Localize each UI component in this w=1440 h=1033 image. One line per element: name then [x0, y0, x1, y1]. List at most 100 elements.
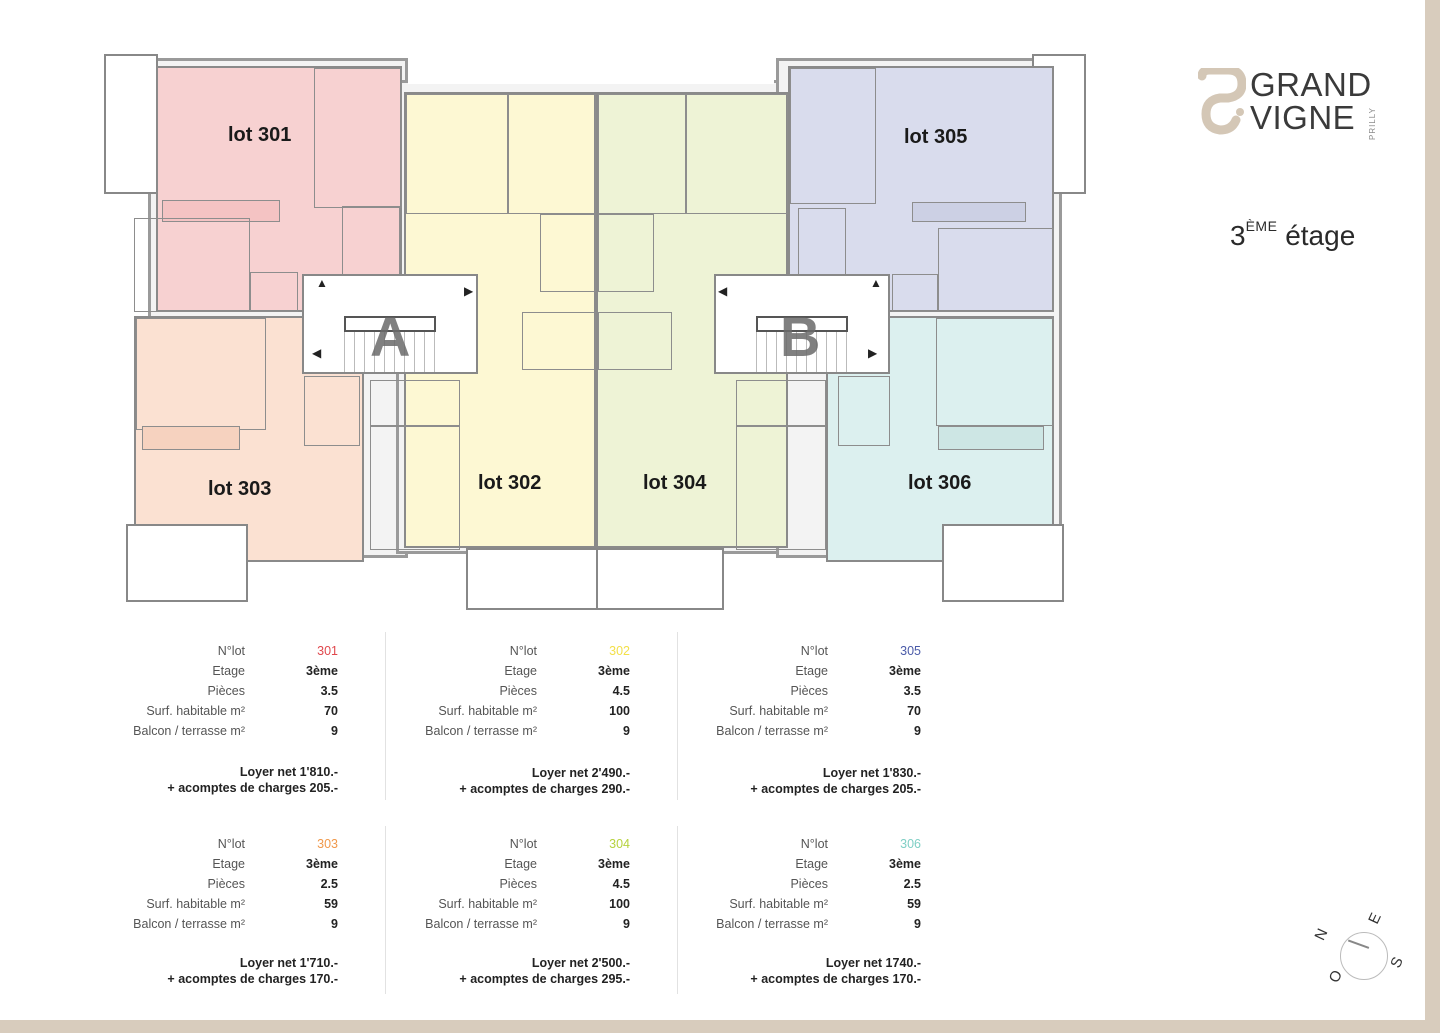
value-surface: 70	[324, 704, 338, 718]
entrance-arrow-icon: ▲	[316, 276, 328, 290]
entrance-arrow-icon: ▶	[464, 284, 474, 298]
label-balcon: Balcon / terrasse m²	[716, 724, 828, 738]
room-bedroom	[314, 68, 402, 208]
label-pieces: Pièces	[499, 684, 537, 698]
label-pieces: Pièces	[207, 877, 245, 891]
label-pieces: Pièces	[790, 684, 828, 698]
lot-label-306: lot 306	[908, 472, 972, 494]
rent-net: Loyer net 1'710.-	[239, 956, 338, 970]
rent-net: Loyer net 2'500.-	[531, 956, 630, 970]
label-balcon: Balcon / terrasse m²	[133, 724, 245, 738]
value-pieces: 4.5	[612, 684, 630, 698]
label-surface: Surf. habitable m²	[146, 897, 245, 911]
entrance-arrow-icon: ▲	[870, 276, 882, 290]
room-bedroom-2	[134, 218, 250, 312]
room-bedroom-2	[508, 94, 596, 214]
courtyard-top	[408, 50, 774, 84]
compass-east: E	[1365, 910, 1385, 927]
brand-name-line1: GRAND	[1250, 66, 1372, 103]
stair-a-steps	[344, 332, 436, 372]
value-pieces: 2.5	[320, 877, 338, 891]
label-etage: Etage	[795, 664, 828, 678]
value-etage: 3ème	[306, 664, 338, 678]
label-lot: N°lot	[217, 837, 245, 851]
rent-charges: + acomptes de charges 170.-	[750, 972, 921, 986]
value-balcon: 9	[331, 724, 338, 738]
label-surface: Surf. habitable m²	[438, 897, 537, 911]
page-border-right	[1425, 0, 1440, 1033]
room-bedroom-3	[736, 426, 826, 550]
label-balcon: Balcon / terrasse m²	[425, 724, 537, 738]
label-etage: Etage	[212, 857, 245, 871]
value-balcon: 9	[623, 917, 630, 931]
floor-label: étage	[1285, 220, 1356, 251]
value-etage: 3ème	[889, 857, 921, 871]
value-balcon: 9	[623, 724, 630, 738]
label-surface: Surf. habitable m²	[729, 704, 828, 718]
rent-net: Loyer net 1'810.-	[239, 765, 338, 779]
lot-label-302: lot 302	[478, 472, 542, 494]
label-balcon: Balcon / terrasse m²	[425, 917, 537, 931]
stair-a-landing	[344, 316, 436, 332]
label-etage: Etage	[212, 664, 245, 678]
room-bedroom	[790, 68, 876, 204]
floor-suffix: ÈME	[1245, 218, 1278, 234]
label-surface: Surf. habitable m²	[438, 704, 537, 718]
room-bedroom	[406, 94, 508, 214]
room-bathroom	[304, 376, 360, 446]
card-separator	[385, 632, 386, 800]
unit-lot-305[interactable]	[788, 66, 1054, 312]
core-letter-b: B	[780, 305, 821, 368]
unit-lot-301[interactable]	[134, 66, 402, 312]
value-surface: 59	[907, 897, 921, 911]
label-etage: Etage	[504, 664, 537, 678]
stair-b-landing	[756, 316, 848, 332]
balcony-304	[596, 548, 724, 610]
value-pieces: 3.5	[903, 684, 921, 698]
rent-charges: + acomptes de charges 290.-	[459, 782, 630, 796]
value-surface: 59	[324, 897, 338, 911]
compass-west: O	[1325, 967, 1347, 986]
rent-charges: + acomptes de charges 170.-	[167, 972, 338, 986]
room-bathroom-2	[736, 380, 826, 426]
room-kitchen	[522, 312, 596, 370]
entrance-arrow-icon: ◀	[312, 346, 322, 360]
page-border-bottom	[0, 1020, 1440, 1033]
value-lot: 303	[317, 837, 338, 851]
room-wc	[250, 272, 298, 312]
value-lot: 302	[609, 644, 630, 658]
room-bedroom-2	[938, 228, 1054, 312]
lot-label-303: lot 303	[208, 478, 272, 500]
card-separator	[677, 826, 678, 994]
lot-card-303: N°lot 303 Etage 3ème Pièces 2.5 Surf. habit…	[100, 837, 360, 1007]
room-bathroom	[540, 214, 596, 292]
value-pieces: 4.5	[612, 877, 630, 891]
label-lot: N°lot	[800, 837, 828, 851]
stair-b-steps	[756, 332, 848, 372]
value-lot: 304	[609, 837, 630, 851]
room-bathroom-2	[370, 380, 460, 426]
brand-name-line2: VIGNE	[1250, 99, 1356, 136]
room-bedroom-2	[686, 94, 788, 214]
value-lot: 301	[317, 644, 338, 658]
room-bathroom	[598, 214, 654, 292]
label-etage: Etage	[504, 857, 537, 871]
balcony-301	[104, 54, 158, 194]
value-etage: 3ème	[306, 857, 338, 871]
rent-charges: + acomptes de charges 205.-	[750, 782, 921, 796]
rent-charges: + acomptes de charges 205.-	[167, 781, 338, 795]
value-pieces: 2.5	[903, 877, 921, 891]
rent-net: Loyer net 1740.-	[825, 956, 921, 970]
value-balcon: 9	[914, 724, 921, 738]
room-bedroom-3	[370, 426, 460, 550]
card-separator	[677, 632, 678, 800]
room-bathroom	[798, 208, 846, 278]
grand-vigne-logo-icon	[1198, 68, 1246, 135]
lot-label-305: lot 305	[904, 126, 968, 148]
value-etage: 3ème	[889, 664, 921, 678]
compass-ring	[1340, 932, 1388, 980]
value-surface: 100	[609, 704, 630, 718]
